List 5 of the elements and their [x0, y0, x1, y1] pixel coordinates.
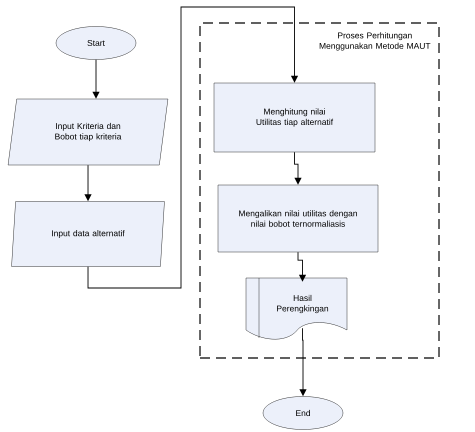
process-box: Menghitung nilai Utilitas tiap alternatif	[214, 82, 376, 152]
process-box: Mengalikan nilai utilitas dengan nilai bobot ternormaliasis	[218, 184, 378, 252]
input-parallelogram: Input data alternatif	[11, 201, 165, 267]
arrow	[88, 6, 298, 288]
input-parallelogram: Input Kriteria dan Bobot tiap kriteria	[8, 98, 168, 166]
